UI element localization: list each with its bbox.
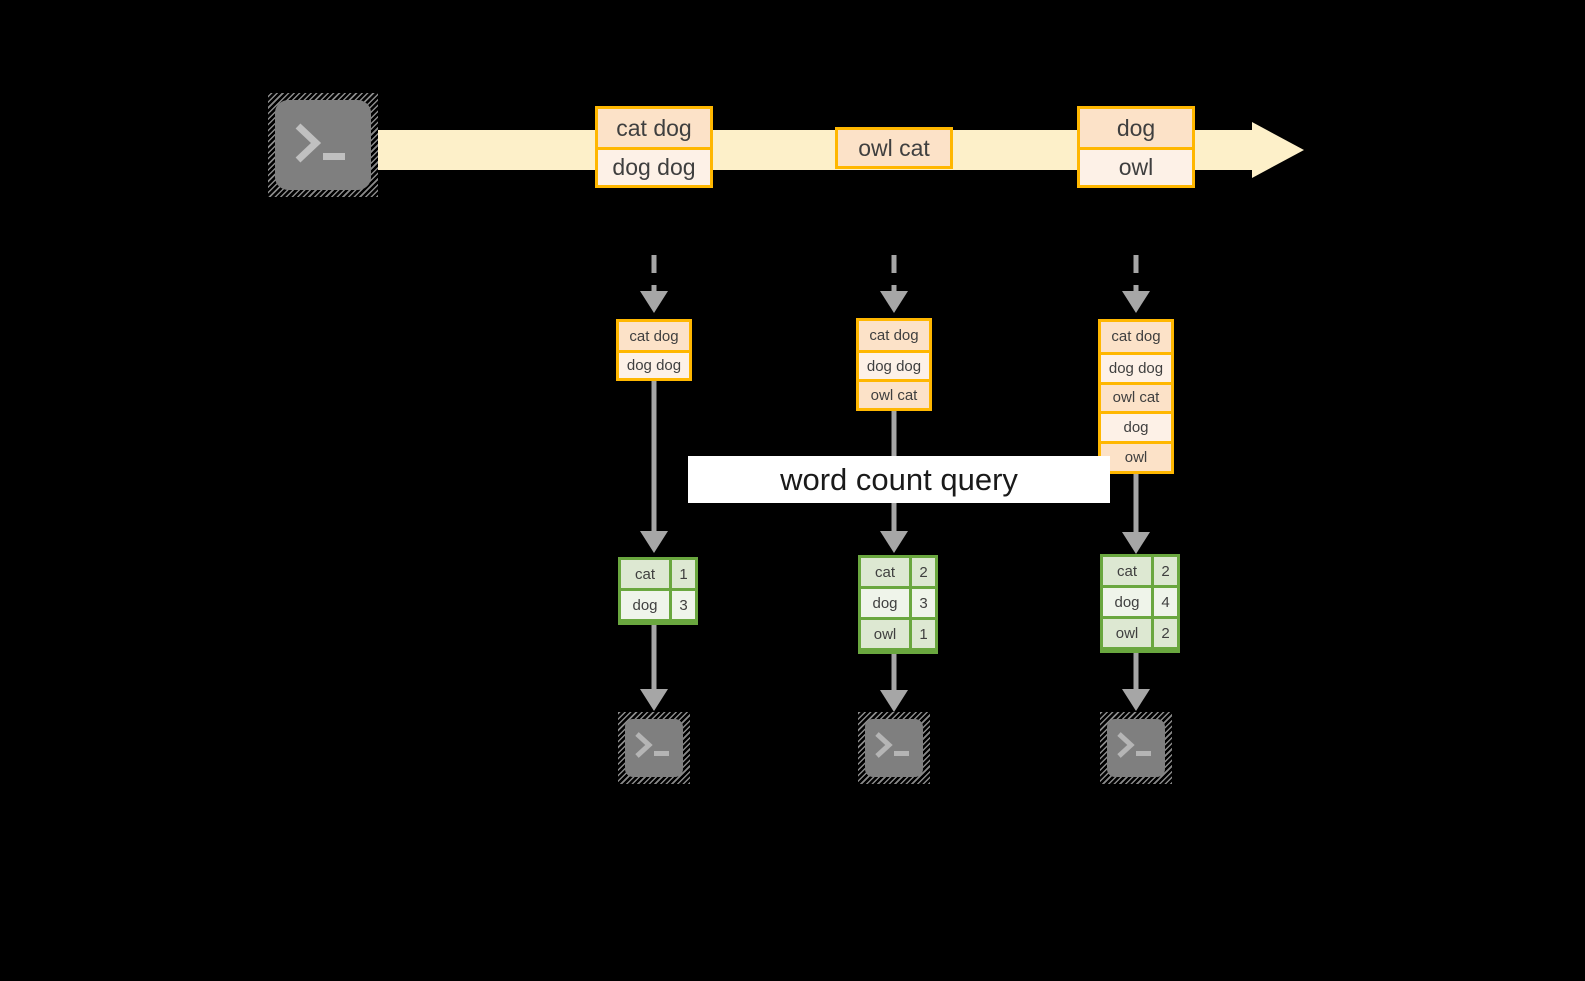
accumulated-input-2[interactable]: cat dog dog dog owl cat — [856, 318, 932, 411]
word-cell: cat — [621, 560, 669, 588]
dashed-arrow-3 — [1122, 255, 1150, 313]
batch-line: cat dog — [598, 109, 710, 147]
word-cell: owl — [1103, 619, 1151, 647]
count-cell: 2 — [1151, 557, 1177, 585]
count-cell: 1 — [909, 620, 935, 648]
query-banner: word count query — [688, 456, 1110, 503]
word-cell: dog — [621, 591, 669, 619]
accumulated-line: owl cat — [1101, 381, 1171, 412]
batch-line: owl cat — [838, 130, 950, 166]
table-row: dog 4 — [1103, 585, 1177, 616]
word-cell: cat — [1103, 557, 1151, 585]
source-terminal-icon — [268, 93, 378, 197]
table-row: dog 3 — [861, 586, 935, 617]
query-arrow-1 — [640, 381, 668, 553]
accumulated-line: cat dog — [859, 321, 929, 350]
word-cell: dog — [861, 589, 909, 617]
icon-body — [1107, 719, 1165, 777]
timeline-batch-3[interactable]: dog owl — [1077, 106, 1195, 188]
word-cell: cat — [861, 558, 909, 586]
sink-arrow-2 — [880, 654, 908, 712]
terminal-prompt-glyph — [635, 732, 669, 758]
terminal-prompt-glyph — [295, 123, 345, 163]
timeline-batch-2[interactable]: owl cat — [835, 127, 953, 169]
word-cell: owl — [861, 620, 909, 648]
timeline-arrowhead — [1252, 122, 1304, 178]
icon-body — [625, 719, 683, 777]
count-cell: 4 — [1151, 588, 1177, 616]
dashed-arrow-2 — [880, 255, 908, 313]
result-table-3[interactable]: cat 2 dog 4 owl 2 — [1100, 554, 1180, 653]
accumulated-line: dog dog — [619, 350, 689, 378]
batch-line: dog — [1080, 109, 1192, 147]
sink-terminal-icon-2 — [858, 712, 930, 784]
icon-body — [275, 100, 371, 190]
table-row: owl 2 — [1103, 616, 1177, 647]
accumulated-line: dog dog — [1101, 351, 1171, 382]
accumulated-line: dog — [1101, 411, 1171, 442]
batch-line: owl — [1080, 147, 1192, 185]
sink-terminal-icon-3 — [1100, 712, 1172, 784]
batch-line: dog dog — [598, 147, 710, 185]
count-cell: 3 — [909, 589, 935, 617]
terminal-prompt-glyph — [1117, 732, 1151, 758]
accumulated-line: cat dog — [619, 322, 689, 350]
accumulated-line: cat dog — [1101, 322, 1171, 352]
accumulated-input-1[interactable]: cat dog dog dog — [616, 319, 692, 381]
query-banner-label: word count query — [780, 461, 1018, 497]
table-row: owl 1 — [861, 617, 935, 648]
word-cell: dog — [1103, 588, 1151, 616]
table-row: cat 1 — [621, 560, 695, 588]
count-cell: 3 — [669, 591, 695, 619]
table-row: cat 2 — [861, 558, 935, 586]
count-cell: 2 — [909, 558, 935, 586]
accumulated-line: dog dog — [859, 350, 929, 379]
table-row: dog 3 — [621, 588, 695, 619]
accumulated-line: owl — [1101, 441, 1171, 471]
sink-terminal-icon-1 — [618, 712, 690, 784]
count-cell: 2 — [1151, 619, 1177, 647]
dashed-arrow-1 — [640, 255, 668, 313]
table-row: cat 2 — [1103, 557, 1177, 585]
accumulated-line: owl cat — [859, 379, 929, 408]
result-table-1[interactable]: cat 1 dog 3 — [618, 557, 698, 625]
count-cell: 1 — [669, 560, 695, 588]
query-arrow-3 — [1122, 474, 1150, 554]
result-table-2[interactable]: cat 2 dog 3 owl 1 — [858, 555, 938, 654]
sink-arrow-3 — [1122, 653, 1150, 711]
icon-body — [865, 719, 923, 777]
sink-arrow-1 — [640, 625, 668, 711]
timeline-batch-1[interactable]: cat dog dog dog — [595, 106, 713, 188]
accumulated-input-3[interactable]: cat dog dog dog owl cat dog owl — [1098, 319, 1174, 474]
terminal-prompt-glyph — [875, 732, 909, 758]
